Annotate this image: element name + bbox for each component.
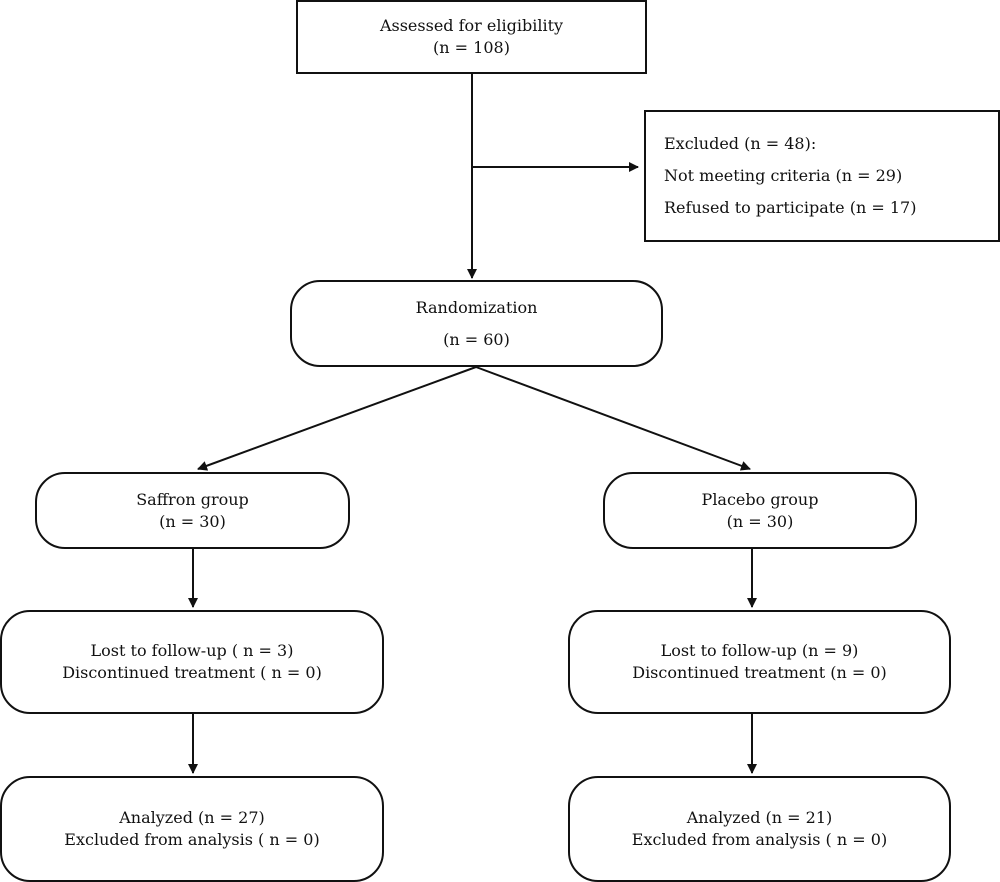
saffron-group-title: Saffron group [136, 489, 249, 509]
saffron-analysis-box: Analyzed (n = 27) Excluded from analysis… [0, 776, 384, 882]
saffron-analyzed: Analyzed (n = 27) [119, 808, 265, 827]
saffron-excluded-from-analysis: Excluded from analysis ( n = 0) [64, 830, 320, 849]
arrow-randomization-to-placebo [475, 366, 751, 471]
eligibility-box: Assessed for eligibility (n = 108) [296, 0, 647, 74]
excluded-box: Excluded (n = 48): Not meeting criteria … [644, 110, 1000, 242]
saffron-group-box: Saffron group (n = 30) [35, 472, 350, 549]
saffron-discontinued: Discontinued treatment ( n = 0) [62, 663, 322, 682]
randomization-count: (n = 60) [443, 329, 510, 349]
excluded-reason-criteria: Not meeting criteria (n = 29) [664, 166, 903, 185]
randomization-title: Randomization [415, 297, 538, 317]
eligibility-count: (n = 108) [433, 38, 510, 57]
saffron-group-count: (n = 30) [159, 511, 226, 531]
placebo-analysis-box: Analyzed (n = 21) Excluded from analysis… [568, 776, 951, 882]
placebo-group-count: (n = 30) [726, 511, 794, 531]
saffron-followup-box: Lost to follow-up ( n = 3) Discontinued … [0, 610, 384, 714]
saffron-lost-to-followup: Lost to follow-up ( n = 3) [90, 641, 294, 660]
randomization-box: Randomization (n = 60) [290, 280, 663, 367]
placebo-excluded-from-analysis: Excluded from analysis ( n = 0) [631, 830, 888, 849]
placebo-group-box: Placebo group (n = 30) [603, 472, 917, 549]
placebo-discontinued: Discontinued treatment (n = 0) [632, 663, 887, 682]
placebo-analyzed: Analyzed (n = 21) [686, 808, 833, 827]
eligibility-title: Assessed for eligibility [379, 16, 564, 35]
placebo-lost-to-followup: Lost to follow-up (n = 9) [660, 641, 859, 660]
excluded-title: Excluded (n = 48): [664, 134, 817, 153]
placebo-followup-box: Lost to follow-up (n = 9) Discontinued t… [568, 610, 951, 714]
placebo-group-title: Placebo group [701, 489, 819, 509]
arrow-randomization-to-saffron [197, 366, 477, 471]
excluded-reason-refused: Refused to participate (n = 17) [664, 198, 917, 217]
